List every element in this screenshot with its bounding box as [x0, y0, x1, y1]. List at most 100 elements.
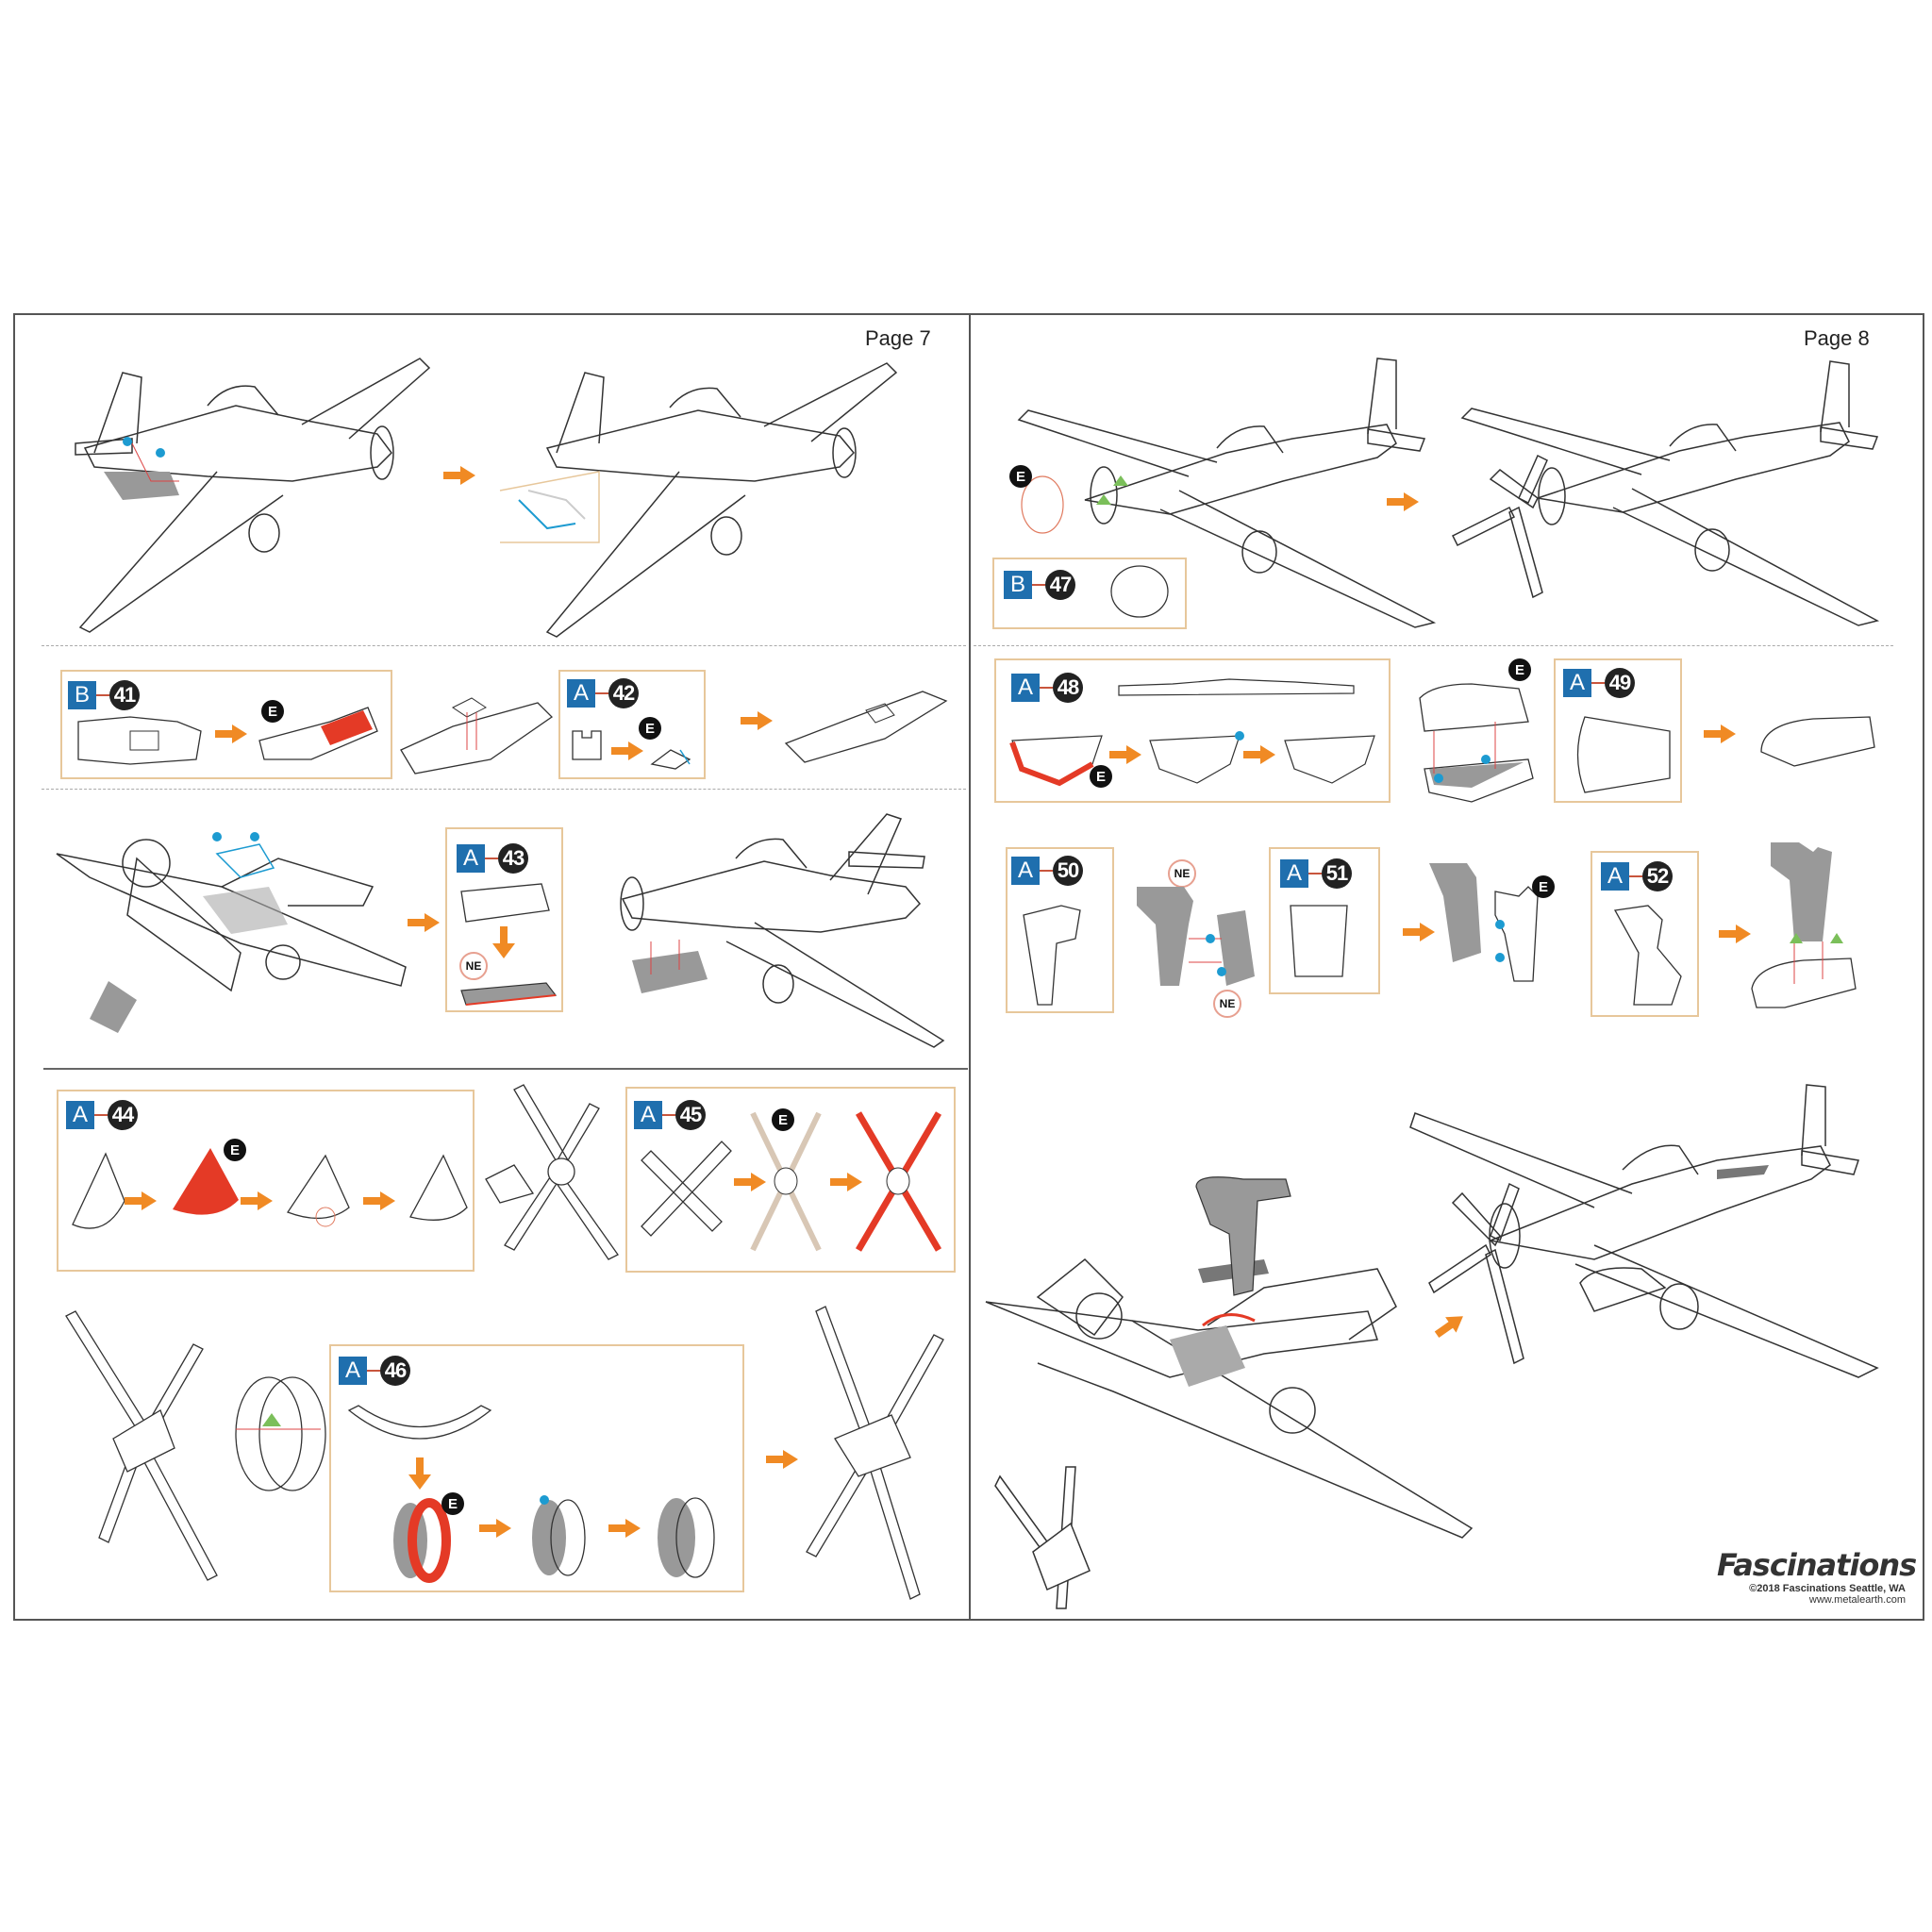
step-box-49: [1554, 658, 1682, 803]
spinner-folding: [173, 1148, 239, 1215]
propeller-and-cowling: [65, 1310, 326, 1581]
step-box-41: [60, 670, 392, 779]
sheet-letter: A: [567, 679, 595, 708]
sheet-letter: A: [1563, 669, 1591, 697]
next-step-arrow: [1243, 745, 1275, 764]
sheet-letter: B: [1004, 571, 1032, 599]
next-step-arrow: [830, 1173, 862, 1191]
cowling-folding: [393, 1498, 451, 1583]
section-divider: [43, 1068, 968, 1070]
brand-logo: Fascinations: [1717, 1547, 1917, 1583]
next-step-arrow: [241, 1191, 273, 1210]
step-number: 52: [1642, 861, 1673, 891]
sheet-letter: A: [66, 1101, 94, 1129]
sheet-letter: A: [1011, 857, 1040, 885]
next-step-arrow: [479, 1519, 511, 1538]
page-7-label: Page 7: [865, 326, 931, 350]
step-box-48: [994, 658, 1391, 803]
part-42-flat: [572, 730, 602, 760]
airplane-with-propeller: [1451, 360, 1880, 626]
step-box-50: [1006, 847, 1114, 1013]
part-51-assembled: [1429, 863, 1539, 982]
step-47-badge: B 47: [1004, 570, 1075, 600]
spinner-flat: [72, 1152, 125, 1229]
next-step-arrow: [443, 466, 475, 485]
next-step-arrow: [734, 1173, 766, 1191]
part-42-folded: [650, 749, 691, 770]
step-number: 50: [1053, 856, 1083, 886]
step-number: 47: [1045, 570, 1075, 600]
sheet-letter: A: [339, 1357, 367, 1385]
next-step-arrow: [1109, 745, 1141, 764]
part-50-flat: [1023, 905, 1081, 1006]
e-mark: E: [772, 1108, 794, 1131]
next-step-arrow: [741, 711, 773, 730]
part-43-flat: [460, 883, 550, 923]
step-52-badge: A 52: [1601, 861, 1673, 891]
step-number: 42: [608, 678, 639, 708]
e-mark: E: [261, 700, 284, 723]
spinner-folded: [287, 1154, 350, 1227]
propeller-assembly: [485, 1084, 619, 1260]
e-mark: E: [224, 1139, 246, 1161]
next-step-arrow: [1719, 924, 1751, 943]
e-mark: E: [1532, 875, 1555, 898]
propeller-flat: [641, 1141, 732, 1237]
section-divider: [974, 645, 1893, 646]
page-8-label: Page 8: [1804, 326, 1870, 350]
step-number: 48: [1053, 673, 1083, 703]
ne-mark: NE: [459, 952, 488, 980]
step-box-46: [329, 1344, 744, 1592]
part-47-disc: [1110, 565, 1169, 618]
part-48-complete: [1284, 735, 1375, 784]
part-41-folded: [258, 707, 378, 760]
airplane-underside-illustration: [56, 832, 407, 1033]
sheet-letter: A: [634, 1101, 662, 1129]
e-mark: E: [1090, 765, 1112, 788]
step-box-51: [1269, 847, 1380, 994]
tail-assembly-drop: [1195, 1176, 1291, 1296]
sheet-letter: A: [1601, 862, 1629, 891]
sheet-letter: A: [457, 844, 485, 873]
down-arrow: [408, 1457, 431, 1490]
spinner-complete: [409, 1154, 468, 1221]
airplane-completed: [1409, 1084, 1879, 1378]
step-number: 43: [498, 843, 528, 874]
section-divider: [42, 645, 966, 646]
next-step-arrow: [1387, 492, 1419, 511]
propeller-folding: [750, 1111, 822, 1252]
copyright-text: ©2018 Fascinations Seattle, WA: [1749, 1583, 1906, 1594]
ne-mark: NE: [1168, 859, 1196, 888]
next-step-arrow: [766, 1450, 798, 1469]
sheet-letter: A: [1011, 674, 1040, 702]
next-step-arrow: [125, 1191, 157, 1210]
step-number: 44: [108, 1100, 138, 1130]
part-41-flat: [77, 716, 202, 765]
next-step-arrow: [608, 1519, 641, 1538]
e-mark: E: [1009, 465, 1032, 488]
next-step-arrow: [408, 913, 440, 932]
tail-assembly: [1751, 842, 1857, 1008]
down-arrow: [492, 926, 515, 958]
next-step-arrow: [1403, 923, 1435, 941]
sheet-letter: B: [68, 681, 96, 709]
step-box-44: [57, 1090, 475, 1272]
brand-block: Fascinations ©2018 Fascinations Seattle,…: [1717, 1547, 1917, 1606]
step-number: 45: [675, 1100, 706, 1130]
airplane-illustration: [1017, 358, 1437, 628]
airplane-illustration: [499, 362, 898, 638]
step-45-badge: A 45: [634, 1100, 706, 1130]
next-step-arrow: [1704, 724, 1736, 743]
part-48-folding: [1009, 735, 1103, 787]
ne-mark: NE: [1213, 990, 1241, 1018]
step-box-43: [445, 827, 563, 1012]
next-step-arrow: [215, 724, 247, 743]
fuselage-part: [784, 691, 948, 763]
step-box-52: [1591, 851, 1699, 1017]
part-50-folding: [1137, 887, 1255, 986]
sheet-letter: A: [1280, 859, 1308, 888]
airplane-illustration: [620, 813, 945, 1048]
